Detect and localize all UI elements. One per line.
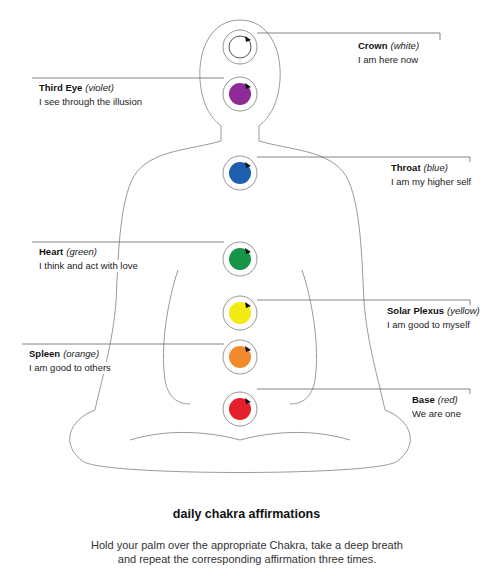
chakra-heading: Throat(blue): [390, 162, 449, 174]
chakra-dot: [229, 83, 251, 105]
rotation-arrow: [245, 302, 251, 308]
chakra-dot: [229, 398, 251, 420]
diagram-caption: Hold your palm over the appropriate Chak…: [86, 538, 408, 566]
affirmation-text: We are one: [411, 408, 462, 420]
chakra-name: Third Eye: [39, 82, 82, 93]
chakra-name: Base: [412, 394, 435, 405]
chakra-dot: [229, 36, 251, 58]
chakra-dot: [229, 162, 251, 184]
chakra-dot: [229, 302, 251, 324]
chakra-ring: [223, 77, 257, 111]
rotation-arrow: [245, 398, 251, 404]
affirmation-text: I am here now: [357, 54, 419, 66]
chakra-name: Crown: [358, 40, 388, 51]
chakra-heading: Heart(green): [38, 246, 98, 258]
chakra-ring: [223, 296, 257, 330]
rotation-arrow: [245, 248, 251, 254]
chakra-ring: [223, 30, 257, 64]
chakra-ring: [223, 156, 257, 190]
chakra-colour: (red): [438, 394, 458, 405]
diagram-title: daily chakra affirmations: [0, 507, 493, 521]
chakra-dot: [229, 346, 251, 368]
body-silhouette: [70, 20, 411, 473]
leader-lines: [22, 33, 470, 394]
chakra-name: Solar Plexus: [387, 305, 444, 316]
chakra-dot: [229, 248, 251, 270]
chakra-colour: (green): [66, 246, 97, 257]
left-arm-line: [163, 270, 190, 404]
rotation-arrow: [245, 162, 251, 168]
right-arm-line: [290, 270, 317, 404]
chakra-colour: (yellow): [447, 305, 480, 316]
chakra-ring: [223, 392, 257, 426]
chakra-heading: Crown(white): [357, 40, 420, 52]
chakra-heading: Spleen(orange): [28, 348, 100, 360]
leg-line: [130, 432, 350, 440]
chakra-ring: [223, 340, 257, 374]
affirmation-text: I see through the illusion: [38, 96, 143, 108]
chakra-ring: [223, 242, 257, 276]
chakra-heading: Third Eye(violet): [38, 82, 115, 94]
affirmation-text: I think and act with love: [38, 260, 139, 272]
rotation-arrow: [245, 83, 251, 89]
affirmation-text: I am good to myself: [386, 319, 471, 331]
chakra-colour: (violet): [85, 82, 114, 93]
chakra-name: Heart: [39, 246, 63, 257]
chakra-heading: Solar Plexus(yellow): [386, 305, 481, 317]
chakra-colour: (white): [391, 40, 420, 51]
rotation-arrow: [245, 346, 251, 352]
affirmation-text: I am my higher self: [390, 176, 472, 188]
chakra-heading: Base(red): [411, 394, 459, 406]
chakra-colour: (blue): [424, 162, 448, 173]
rotation-arrow: [245, 36, 251, 42]
chakra-name: Throat: [391, 162, 421, 173]
chakra-name: Spleen: [29, 348, 60, 359]
affirmation-text: I am good to others: [28, 362, 112, 374]
chakra-colour: (orange): [63, 348, 99, 359]
